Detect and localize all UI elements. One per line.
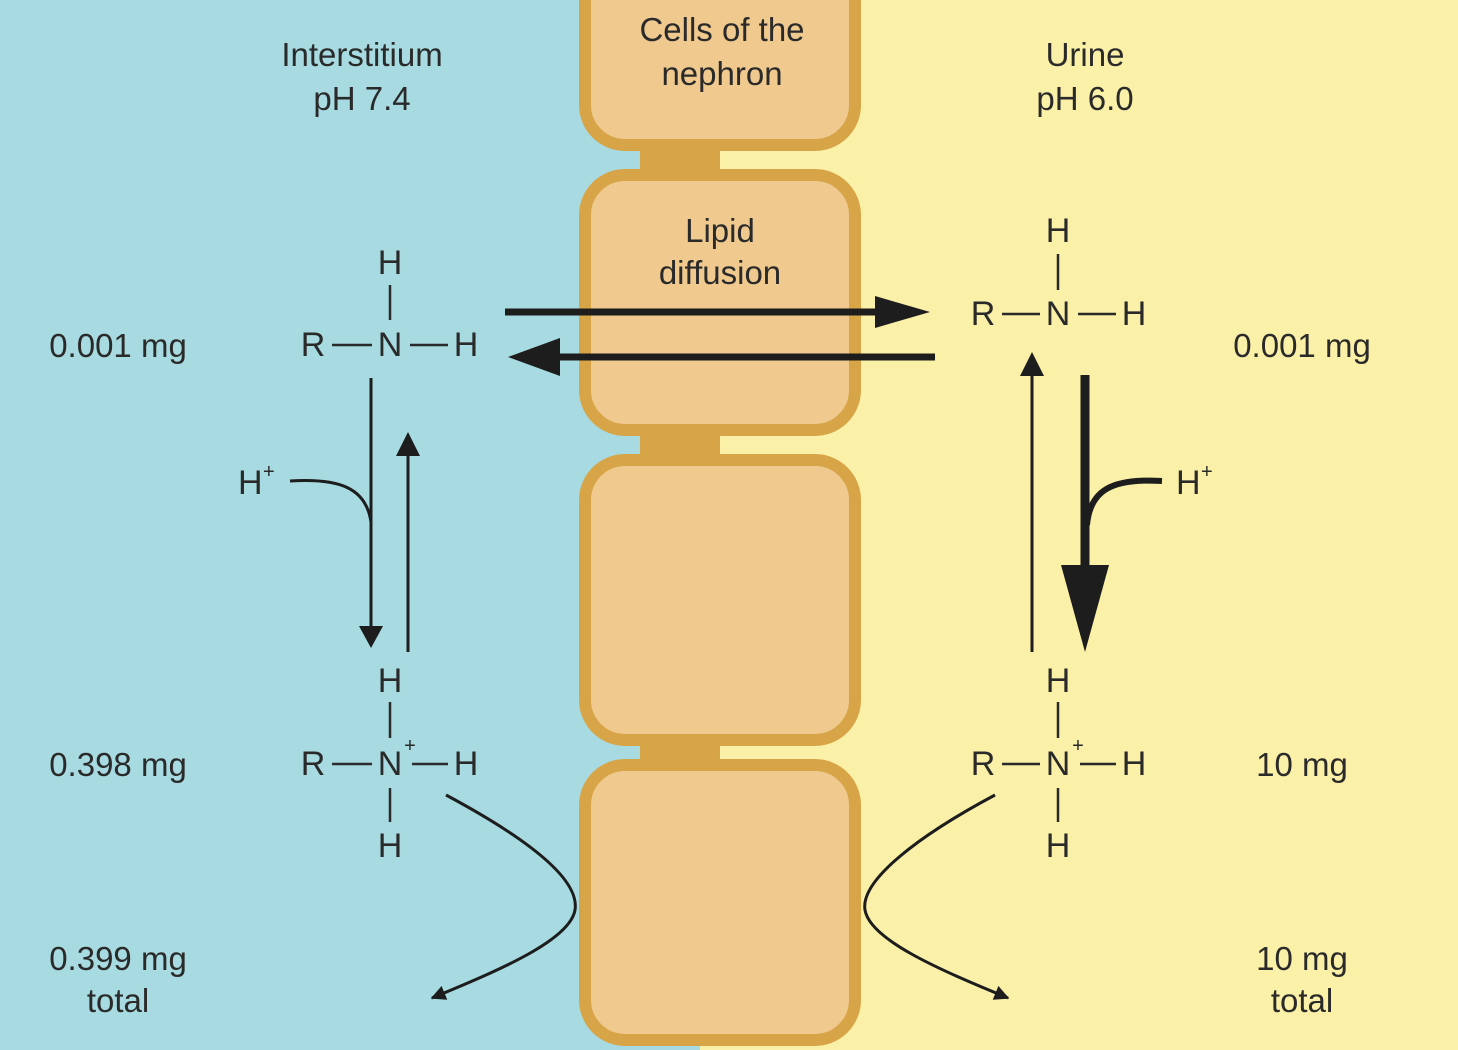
atom-n: N	[1046, 295, 1071, 333]
proton-hook-arrow	[1084, 477, 1163, 526]
interstitium-ionized-amount: 0.398 mg	[49, 746, 187, 783]
charge-plus: +	[404, 735, 416, 757]
diffusion-arrows	[505, 296, 935, 376]
interstitium-unionized-molecule: H R N H	[301, 244, 479, 364]
nephron-cell	[579, 454, 861, 746]
urine-unionized-amount: 0.001 mg	[1233, 327, 1371, 364]
urine-ph: pH 6.0	[1036, 80, 1133, 117]
urine-proton-label: H	[1176, 464, 1201, 502]
atom-h: H	[1122, 745, 1147, 783]
arrowhead	[1020, 352, 1044, 376]
interstitium-total-word: total	[87, 982, 149, 1019]
charge-plus: +	[1072, 735, 1084, 757]
interstitium-total-amount: 0.399 mg	[49, 940, 187, 977]
atom-h: H	[1046, 662, 1071, 700]
interstitium-title: Interstitium	[281, 36, 442, 73]
atom-r: R	[301, 745, 326, 783]
atom-r: R	[971, 295, 996, 333]
atom-h: H	[378, 827, 403, 865]
urine-equilibrium-arrows: H +	[1020, 352, 1213, 652]
arrowhead	[875, 296, 930, 328]
cell-junction	[640, 425, 720, 465]
interstitium-ionized-molecule: H R N + H H	[301, 662, 479, 865]
atom-h: H	[454, 326, 479, 364]
atom-r: R	[971, 745, 996, 783]
atom-h: H	[1046, 827, 1071, 865]
proton-charge-plus: +	[263, 461, 275, 483]
urine-unionized-molecule: H R N H	[971, 212, 1147, 333]
interstitium-equilibrium-arrows: H +	[238, 378, 420, 652]
atom-h: H	[1046, 212, 1071, 250]
atom-h: H	[1122, 295, 1147, 333]
atom-n: N	[378, 745, 403, 783]
cell-junction	[640, 140, 720, 180]
proton-charge-plus: +	[1201, 461, 1213, 483]
proton-hook-arrow	[289, 479, 373, 523]
cell-junction	[640, 735, 720, 770]
interstitium-ph: pH 7.4	[313, 80, 410, 117]
arrowhead	[1061, 565, 1109, 652]
interstitium-total-curve-arrow	[430, 793, 577, 1000]
nephron-title-line2: nephron	[661, 55, 782, 92]
lipid-diffusion-line2: diffusion	[659, 254, 781, 291]
urine-total-amount: 10 mg	[1256, 940, 1348, 977]
interstitium-proton-label: H	[238, 464, 263, 502]
urine-title: Urine	[1046, 36, 1125, 73]
arrowhead	[396, 432, 420, 456]
atom-r: R	[301, 326, 326, 364]
interstitium-unionized-amount: 0.001 mg	[49, 327, 187, 364]
arrowhead	[508, 338, 560, 376]
atom-h: H	[378, 662, 403, 700]
atom-n: N	[378, 326, 403, 364]
atom-n: N	[1046, 745, 1071, 783]
urine-ionized-amount: 10 mg	[1256, 746, 1348, 783]
urine-ionized-molecule: H R N + H H	[971, 662, 1147, 865]
urine-total-curve-arrow	[863, 793, 1010, 1000]
urine-total-word: total	[1271, 982, 1333, 1019]
atom-h: H	[454, 745, 479, 783]
lipid-diffusion-line1: Lipid	[685, 212, 755, 249]
nephron-cell-column	[579, 0, 861, 1046]
arrowhead	[359, 626, 383, 648]
atom-h: H	[378, 244, 403, 282]
nephron-cell	[579, 759, 861, 1046]
nephron-title-line1: Cells of the	[639, 11, 804, 48]
